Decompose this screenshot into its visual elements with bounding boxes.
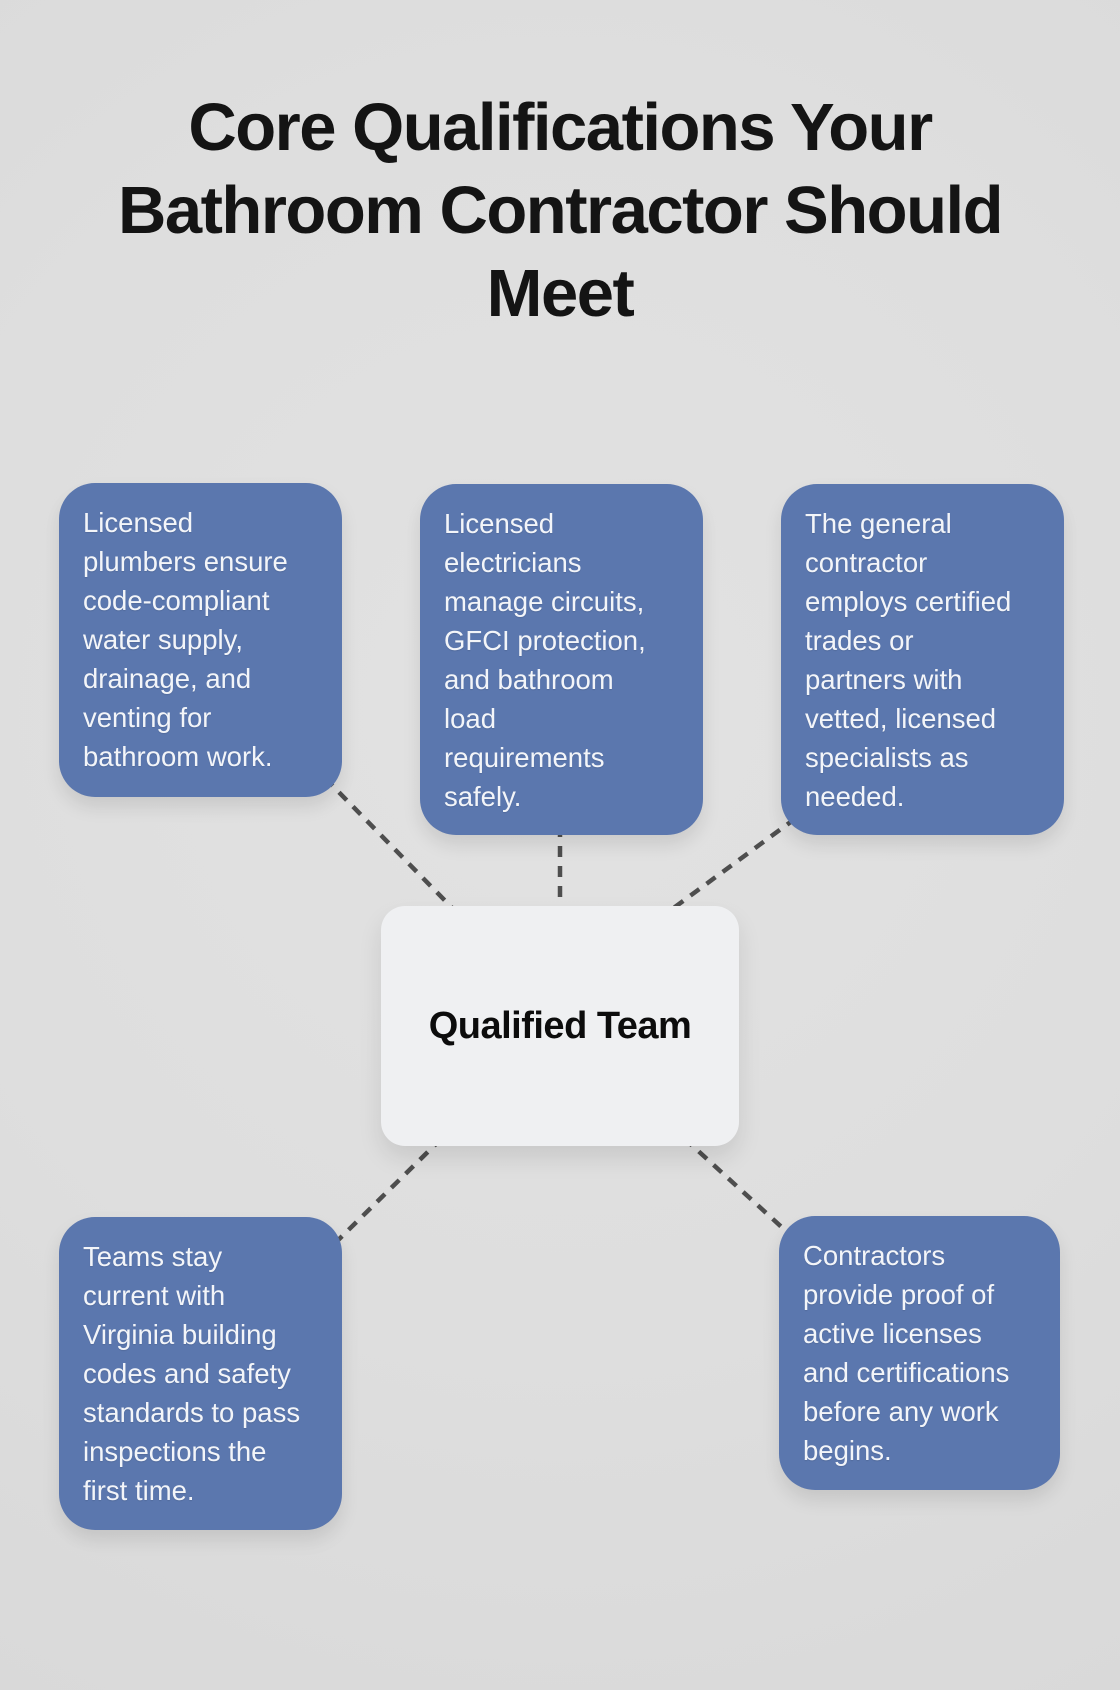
card-licensed-electricians: Licensed electricians manage circuits, G… bbox=[420, 484, 703, 835]
page-title: Core Qualifications Your Bathroom Contra… bbox=[117, 90, 1004, 331]
center-node: Qualified Team bbox=[381, 906, 739, 1146]
card-licensed-plumbers: Licensed plumbers ensure code-compliant … bbox=[59, 483, 342, 797]
card-general-contractor: The general contractor employs certified… bbox=[781, 484, 1064, 835]
connector-proof-line bbox=[682, 1136, 800, 1244]
connector-codes-line bbox=[324, 1136, 444, 1254]
connector-contractor-line bbox=[658, 816, 798, 920]
card-code-compliance: Teams stay current with Virginia buildin… bbox=[59, 1217, 342, 1530]
connector-plumbers-line bbox=[323, 776, 464, 920]
card-license-proof: Contractors provide proof of active lice… bbox=[779, 1216, 1060, 1490]
center-node-label: Qualified Team bbox=[428, 1004, 692, 1047]
